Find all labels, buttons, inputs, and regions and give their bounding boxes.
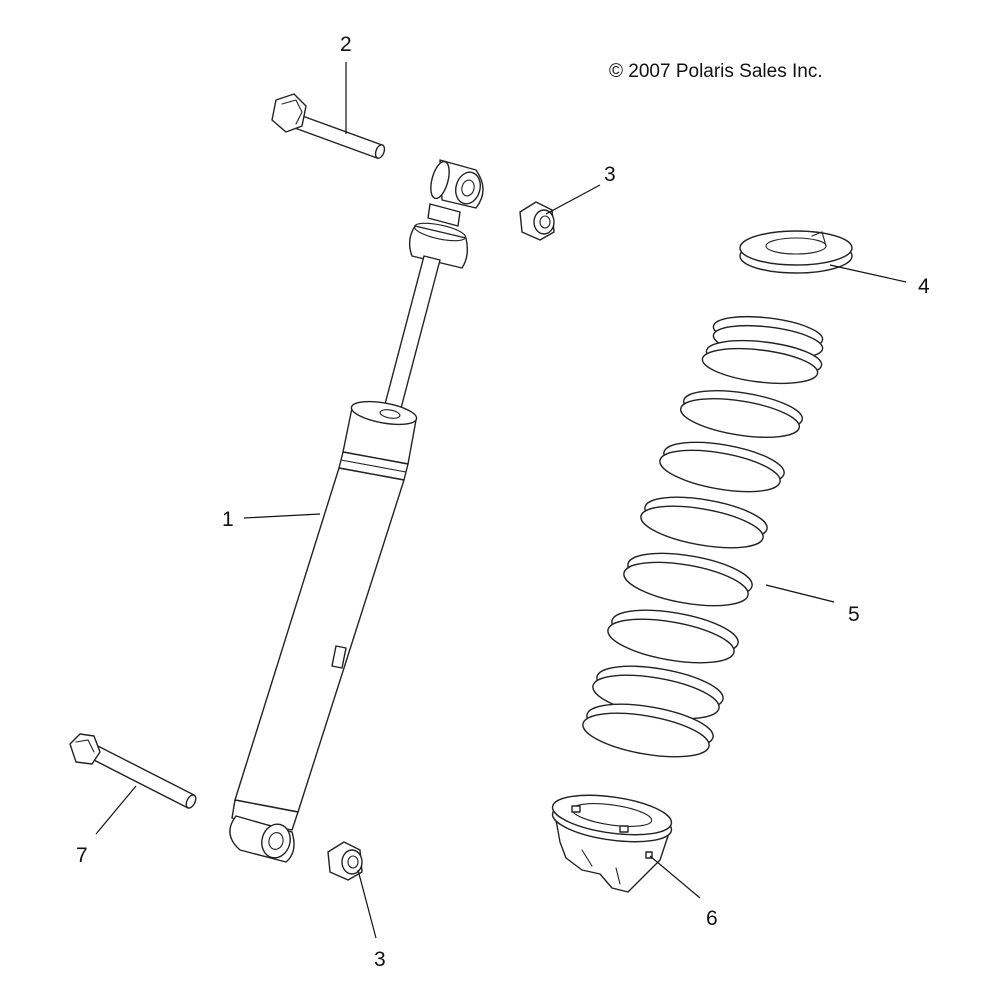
copyright-text: © 2007 Polaris Sales Inc. <box>609 61 823 82</box>
lower-spring-seat <box>551 794 673 893</box>
callout-lower-spring-seat: 6 <box>706 907 718 930</box>
upper-nut <box>519 201 555 241</box>
upper-bolt <box>271 93 386 159</box>
leader-spring <box>765 584 835 603</box>
callout-upper-bolt: 2 <box>340 33 352 56</box>
leader-lower-spring-seat <box>649 855 701 899</box>
upper-spring-retainer <box>739 230 853 274</box>
leader-lower-nut <box>357 869 377 939</box>
leader-lower-bolt <box>95 785 137 835</box>
shock-absorber <box>229 159 484 863</box>
callout-upper-spring-retainer: 4 <box>918 275 930 298</box>
callout-shock: 1 <box>222 508 234 531</box>
lower-nut <box>327 841 363 881</box>
coil-spring <box>582 315 824 758</box>
callout-lower-nut: 3 <box>374 948 386 971</box>
leader-upper-spring-retainer <box>829 264 907 283</box>
callout-lower-bolt: 7 <box>76 844 88 867</box>
lower-bolt <box>69 733 197 809</box>
callout-spring: 5 <box>848 603 860 626</box>
leader-upper-nut <box>545 184 601 215</box>
callout-upper-nut: 3 <box>604 163 616 186</box>
leader-shock <box>243 513 321 519</box>
